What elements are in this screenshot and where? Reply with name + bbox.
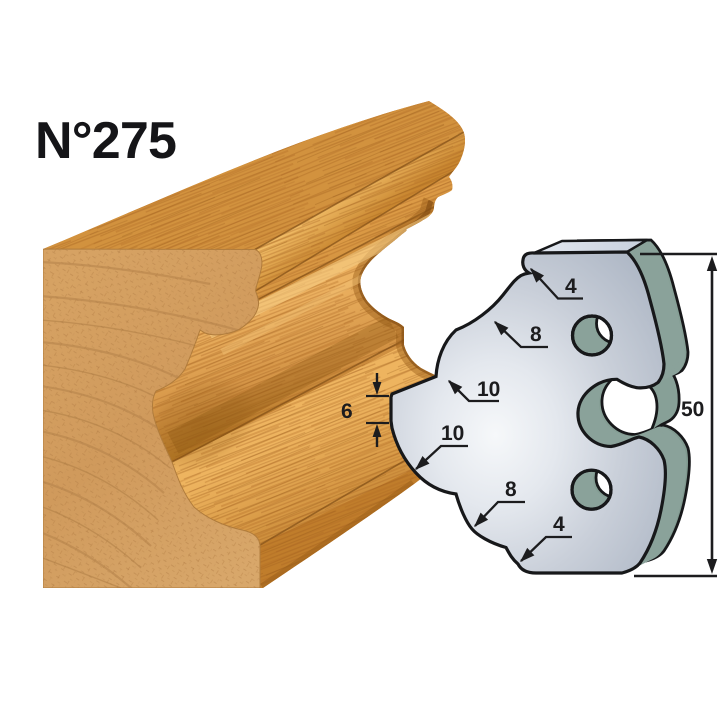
svg-text:50: 50 [681,398,704,421]
svg-text:8: 8 [530,323,542,346]
svg-text:10: 10 [441,422,464,445]
svg-text:8: 8 [505,478,517,501]
svg-text:N°275: N°275 [35,112,176,170]
svg-text:6: 6 [341,400,353,423]
svg-text:10: 10 [477,378,500,401]
svg-text:4: 4 [565,275,577,298]
svg-text:4: 4 [553,513,565,536]
